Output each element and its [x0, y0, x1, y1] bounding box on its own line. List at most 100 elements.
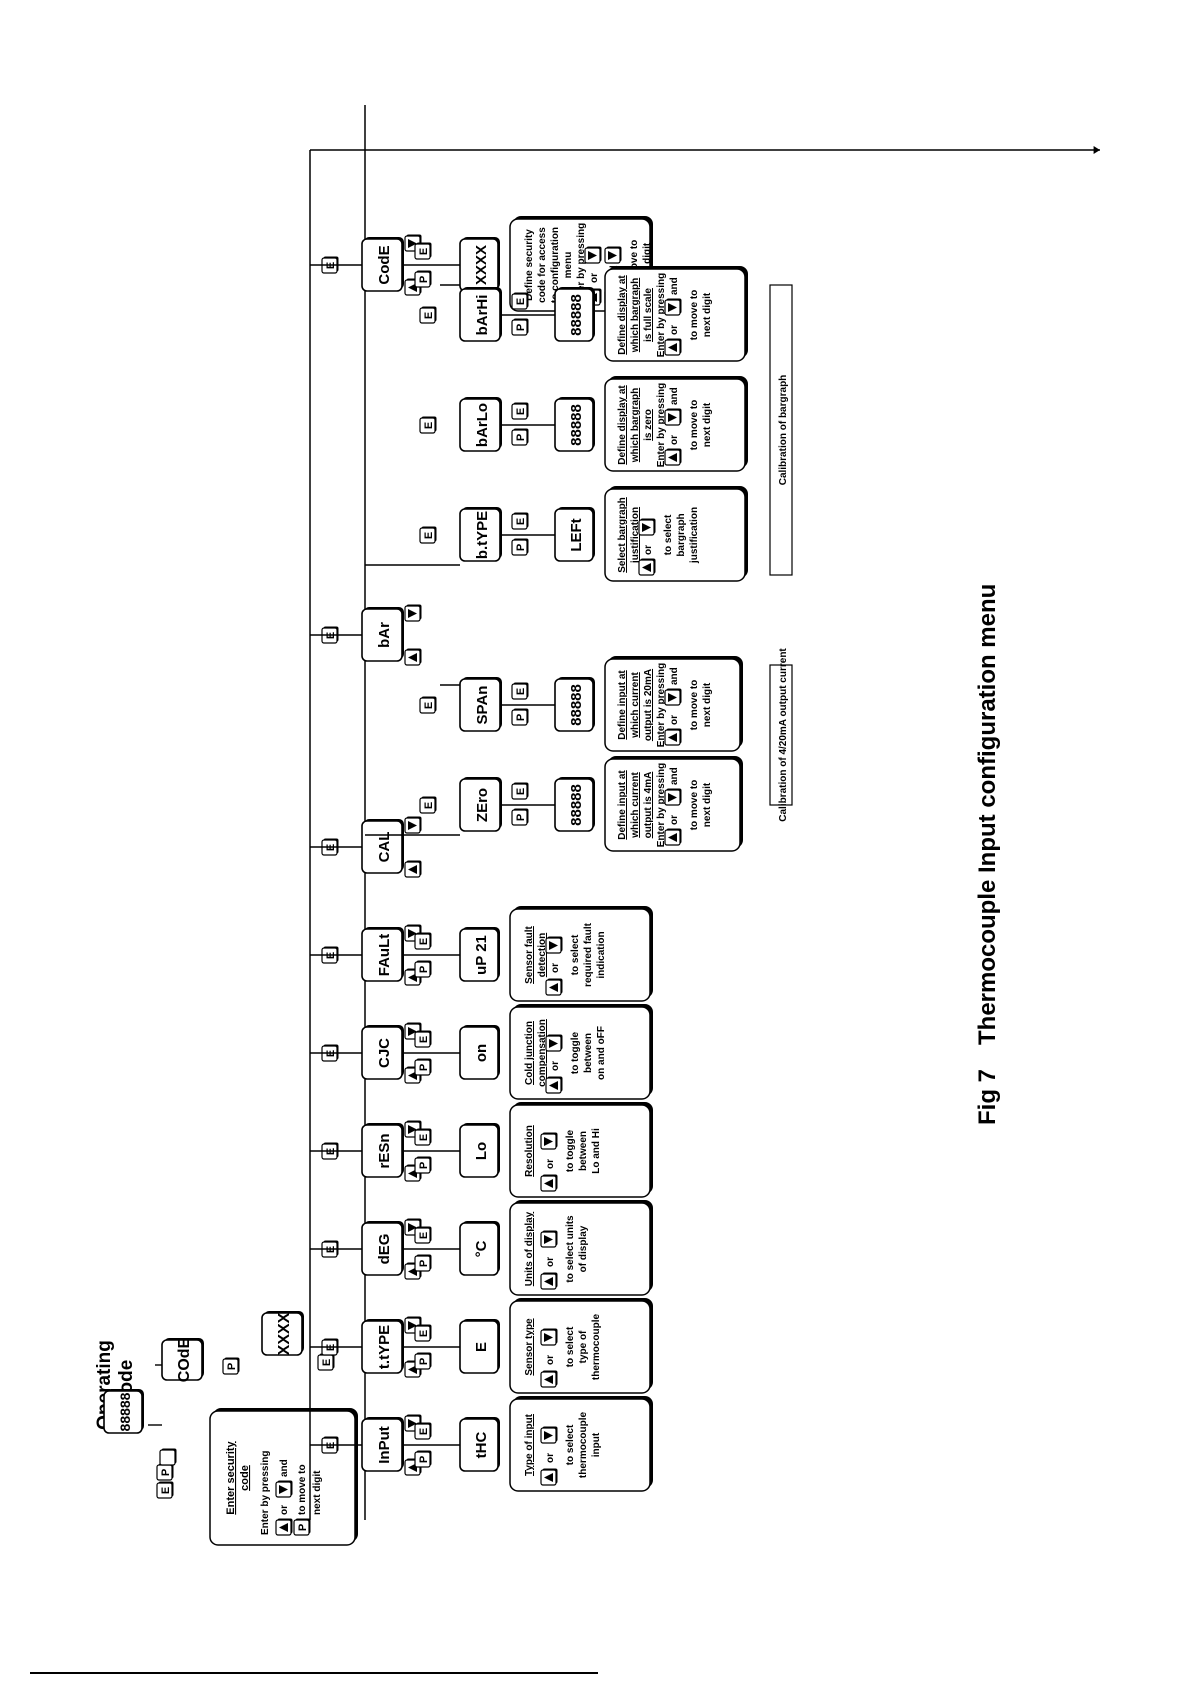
down-arrow-key[interactable] [540, 1328, 558, 1346]
cal-value-span[interactable]: 88888 [554, 677, 595, 732]
up-arrow-key[interactable] [275, 1518, 293, 1536]
e-key[interactable]: E [156, 1481, 174, 1499]
up-arrow-key[interactable] [664, 728, 682, 746]
e-key[interactable]: E [419, 696, 437, 714]
e-key[interactable]: E [511, 292, 529, 310]
e-key[interactable]: E [414, 1128, 432, 1146]
box-label: b.tYPE [474, 511, 491, 559]
down-arrow-key[interactable] [540, 1132, 558, 1150]
p-key[interactable]: P [414, 1352, 432, 1370]
e-key[interactable]: E [511, 682, 529, 700]
bar-sub-btype[interactable]: b.tYPE [459, 507, 502, 562]
down-arrow-key[interactable] [664, 298, 682, 316]
key-triangle [668, 453, 677, 462]
down-arrow-key[interactable] [404, 816, 422, 834]
note-text: Enter by pressing [656, 383, 667, 467]
up-arrow-key[interactable] [540, 1272, 558, 1290]
p-key[interactable]: P [414, 1450, 432, 1468]
up-arrow-key[interactable] [404, 648, 422, 666]
cal-sub-span[interactable]: SPAn [459, 677, 502, 732]
menu-item-input[interactable]: InPut [361, 1417, 404, 1472]
e-key[interactable]: E [414, 1422, 432, 1440]
down-arrow-key[interactable] [545, 1034, 563, 1052]
up-arrow-key[interactable] [638, 558, 656, 576]
bar-value-barlo[interactable]: 88888 [554, 397, 595, 452]
up-arrow-key[interactable] [540, 1174, 558, 1192]
down-arrow-key[interactable] [584, 246, 602, 264]
p-key[interactable]: P [511, 808, 529, 826]
up-arrow-key[interactable] [664, 338, 682, 356]
e-key[interactable]: E [414, 1226, 432, 1244]
bar-value-btype[interactable]: LEFt [554, 507, 595, 562]
security-code-box[interactable]: COdE [161, 1337, 204, 1382]
bar-value-barhi[interactable]: 88888 [554, 287, 595, 342]
operating-mode-display[interactable]: 88888 [103, 1389, 144, 1434]
e-key[interactable]: E [419, 796, 437, 814]
p-key[interactable]: P [414, 960, 432, 978]
down-arrow-key[interactable] [604, 246, 622, 264]
menu-value-input[interactable]: tHC [459, 1417, 500, 1472]
e-key[interactable]: E [317, 1353, 335, 1371]
e-key[interactable]: E [511, 402, 529, 420]
menu-item-code[interactable]: CodE [361, 237, 404, 292]
up-arrow-key[interactable] [540, 1370, 558, 1388]
p-key[interactable]: P [511, 428, 529, 446]
menu-item-ttype[interactable]: t.tYPE [361, 1319, 404, 1374]
note-text: to toggle [570, 1031, 581, 1074]
up-arrow-key[interactable] [664, 828, 682, 846]
menu-value-ttype[interactable]: E [459, 1319, 500, 1374]
menu-item-resn[interactable]: rESn [361, 1123, 404, 1178]
p-key[interactable]: P [293, 1518, 311, 1536]
down-arrow-key[interactable] [664, 788, 682, 806]
note-text: next digit [702, 402, 713, 447]
up-arrow-key[interactable] [545, 1076, 563, 1094]
security-value-box[interactable]: XXXX [261, 1311, 304, 1356]
menu-value-fault[interactable]: uP 21 [459, 927, 500, 982]
e-key[interactable]: E [414, 1030, 432, 1048]
menu-item-bar[interactable]: bAr [361, 607, 404, 662]
up-arrow-key[interactable] [664, 448, 682, 466]
down-arrow-key[interactable] [540, 1426, 558, 1444]
e-key[interactable]: E [414, 242, 432, 260]
p-key[interactable]: P [511, 538, 529, 556]
down-arrow-key[interactable] [404, 604, 422, 622]
e-key[interactable]: E [414, 932, 432, 950]
menu-item-fault[interactable]: FAuLt [361, 927, 404, 982]
up-arrow-key[interactable] [404, 860, 422, 878]
p-key[interactable]: P [414, 1156, 432, 1174]
down-arrow-key[interactable] [275, 1480, 293, 1498]
p-key[interactable]: P [222, 1357, 240, 1375]
p-key[interactable]: P [511, 318, 529, 336]
menu-item-cjc[interactable]: CJC [361, 1025, 404, 1080]
down-arrow-key[interactable] [664, 408, 682, 426]
e-key[interactable]: E [419, 526, 437, 544]
down-arrow-key[interactable] [664, 688, 682, 706]
bar-sub-barhi[interactable]: bArHi [459, 287, 502, 342]
e-key[interactable]: E [511, 782, 529, 800]
p-key[interactable]: P [414, 270, 432, 288]
p-key[interactable]: P [156, 1463, 174, 1481]
down-arrow-key[interactable] [638, 518, 656, 536]
down-arrow-key[interactable] [545, 936, 563, 954]
menu-item-cal[interactable]: CAL [361, 819, 404, 874]
menu-value-deg[interactable]: °C [459, 1221, 500, 1276]
p-key[interactable]: P [414, 1058, 432, 1076]
cal-sub-zero[interactable]: ZEro [459, 777, 502, 832]
e-key[interactable]: E [419, 306, 437, 324]
bar-sub-barlo[interactable]: bArLo [459, 397, 502, 452]
menu-value-code[interactable]: XXXX [459, 237, 500, 292]
e-key[interactable]: E [419, 416, 437, 434]
note-text: Enter by pressing [656, 273, 667, 357]
up-arrow-key[interactable] [540, 1468, 558, 1486]
menu-value-resn[interactable]: Lo [459, 1123, 500, 1178]
menu-item-deg[interactable]: dEG [361, 1221, 404, 1276]
p-key[interactable]: P [511, 708, 529, 726]
down-arrow-key[interactable] [540, 1230, 558, 1248]
e-key[interactable]: E [511, 512, 529, 530]
menu-value-cjc[interactable]: on [459, 1025, 500, 1080]
p-key[interactable]: P [414, 1254, 432, 1272]
cal-value-zero[interactable]: 88888 [554, 777, 595, 832]
key-triangle [408, 653, 417, 662]
e-key[interactable]: E [414, 1324, 432, 1342]
up-arrow-key[interactable] [545, 978, 563, 996]
